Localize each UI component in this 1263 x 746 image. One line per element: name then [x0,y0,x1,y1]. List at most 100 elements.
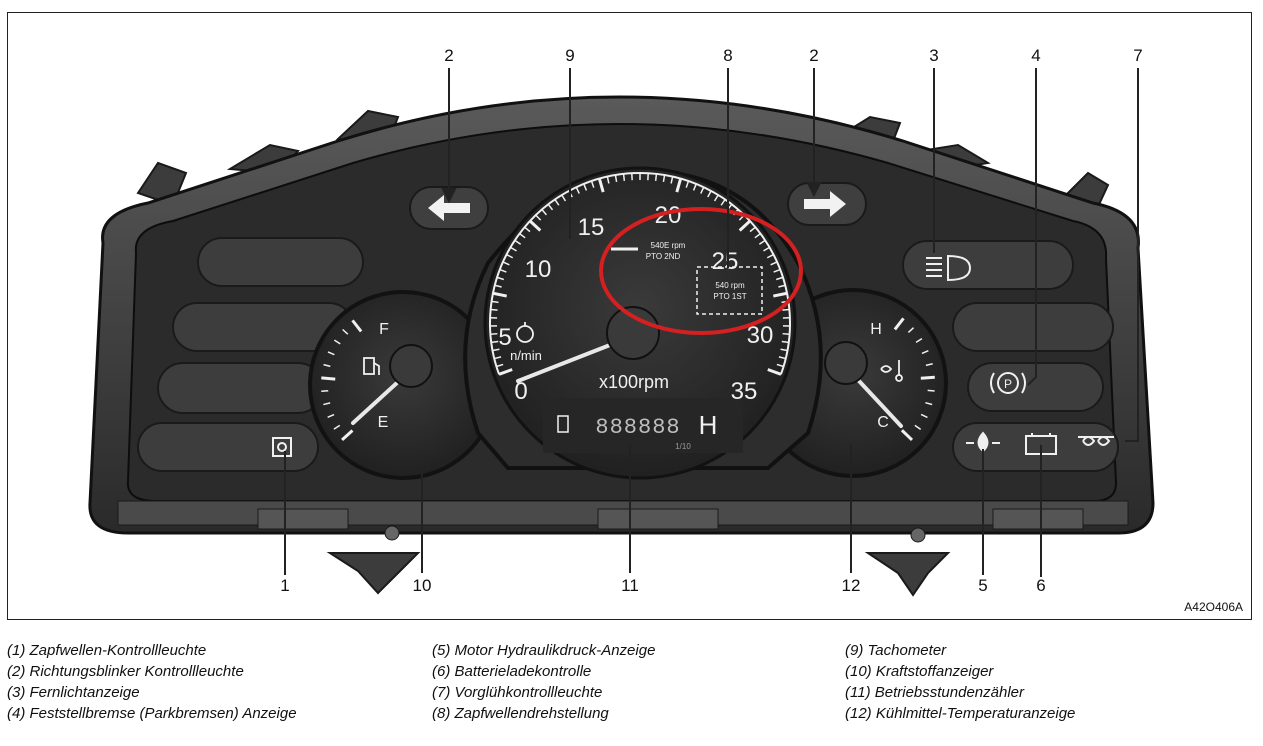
dial-tick [770,261,778,266]
legend-column-2: (5) Motor Hydraulikdruck-Anzeige (6) Bat… [432,640,655,724]
dial-tick [494,284,502,288]
dial-tick [342,328,349,335]
dial-tick [675,178,683,193]
dial-tick [327,413,335,418]
legend-item: (7) Vorglühkontrollleuchte [432,684,603,701]
dial-tick [502,261,510,266]
hour-meter-digits: 888888 [595,415,680,440]
dial-tick [920,375,935,380]
hour-meter-tenths: 1/10 [675,442,691,451]
hour-meter-suffix: H [699,410,718,440]
dial-tick [907,327,915,333]
dial-tick [490,308,498,311]
dial-tick [738,219,751,232]
callout-2-right: 2 [809,46,819,65]
dial-tick [583,183,588,191]
dial-tick [547,203,554,211]
callout-5: 5 [978,576,988,595]
dial-tick [524,226,531,233]
callout-7: 7 [1133,46,1143,65]
dial-tick [597,178,605,193]
legend-item: (1) Zapfwellen-Kontrollleuchte [7,642,207,659]
callout-6: 6 [1036,576,1046,595]
high-beam-icon [926,254,972,282]
dial-tick [925,362,933,367]
legend-item: (2) Richtungsblinker Kontrollleuchte [7,663,244,680]
callout-8: 8 [723,46,733,65]
dial-tick [529,219,542,232]
pto-1st-label: PTO 1ST [713,292,746,301]
dial-tick [491,340,499,344]
dial-tick [778,356,786,360]
svg-text:P: P [1004,377,1012,391]
dial-tick [767,368,782,376]
dial-tick [499,268,507,273]
dial-tick [782,332,790,335]
dial-tick [754,233,761,239]
callout-10: 10 [412,576,432,595]
dial-tick [341,429,354,441]
dial-tick [323,363,331,368]
dial-tick [654,173,658,181]
dial-tick [893,317,905,331]
dial-tick [519,233,526,239]
tach-label-15: 15 [578,214,605,241]
dial-tick [554,199,560,206]
dial-tick [496,363,504,368]
dial-tick [492,291,507,298]
fuel-gauge-ticks [321,319,363,441]
dial-tick [900,429,914,442]
dial-tick [776,363,784,368]
tach-unit-label: x100rpm [599,372,669,392]
callout-4: 4 [1031,46,1041,65]
callout-9: 9 [565,46,575,65]
dial-tick [713,194,719,202]
engine-icon [516,322,534,343]
left-arrow-icon [428,195,470,221]
dial-tick [351,319,363,333]
callout-12: 12 [841,576,861,595]
legend-item: (6) Batterieladekontrolle [432,663,592,680]
fuel-full-label: F [379,321,389,338]
fuel-hub [389,344,433,388]
dial-tick [491,300,499,304]
dial-tick [707,190,712,198]
pto-2nd-label: PTO 2ND [646,252,681,261]
dial-tick [692,183,697,191]
dial-tick [510,246,517,252]
dial-tick [780,348,788,352]
dial-tick [506,253,514,259]
tach-label-25: 25 [712,248,739,275]
callout-3: 3 [929,46,939,65]
dial-tick [494,356,502,360]
pto-1st-rpm: 540 rpm [715,281,745,290]
temp-cold-label: C [877,414,889,431]
parking-brake-icon: P [990,372,1026,394]
dial-tick [763,246,770,252]
dial-tick [927,389,935,392]
dial-tick [778,284,786,288]
fuel-pump-icon [363,357,380,375]
dial-tick [781,340,789,344]
dial-tick [720,199,726,206]
dial-tick [535,214,542,221]
tach-label-35: 35 [731,378,758,405]
engine-unit-label: n/min [510,348,542,363]
dial-tick [921,350,929,355]
dial-tick [914,424,922,430]
callout-11: 11 [621,576,639,595]
right-arrow-icon [804,191,846,217]
dial-tick [323,402,331,406]
legend-item: (5) Motor Hydraulikdruck-Anzeige [432,642,656,659]
dial-tick [590,180,595,188]
instrument-cluster-figure: 0 5 10 15 20 25 30 35 x100rpm n/min 540E… [7,12,1252,620]
legend-item: (11) Betriebsstundenzähler [845,684,1024,701]
dial-tick [622,173,626,181]
legend-item: (10) Kraftstoffanzeiger [845,663,994,680]
legend-item: (4) Feststellbremse (Parkbremsen) Anzeig… [7,705,297,722]
dial-tick [492,348,500,352]
tach-label-0: 0 [514,378,527,405]
instrument-cluster-drawing: 0 5 10 15 20 25 30 35 x100rpm n/min 540E… [88,68,1155,597]
dial-tick [321,390,329,393]
temp-hot-label: H [870,321,882,338]
